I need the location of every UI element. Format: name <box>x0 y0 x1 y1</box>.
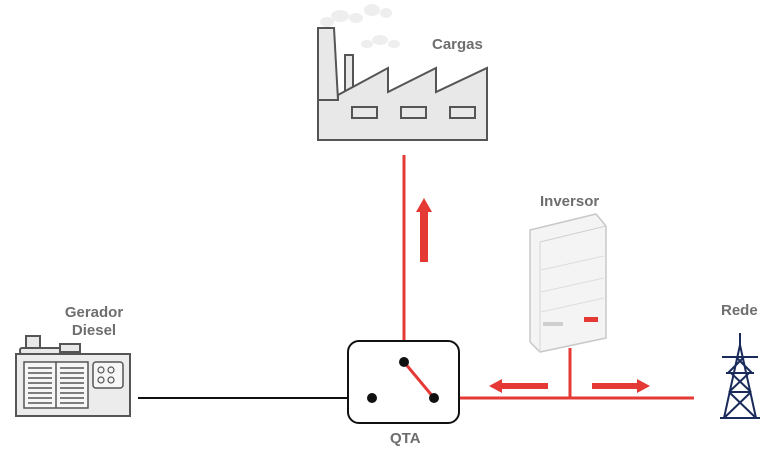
inverter-display <box>543 322 563 326</box>
generator-label-line2: Diesel <box>71 322 117 339</box>
flow-arrow-up <box>416 198 432 262</box>
generator-label-line1: Gerador <box>64 304 124 321</box>
transfer-switch-icon <box>347 340 460 424</box>
smoke-icon <box>320 4 400 48</box>
switch-terminal-grid <box>429 393 439 403</box>
flow-arrow-right <box>592 379 650 393</box>
transmission-tower-icon <box>720 333 760 419</box>
transfer-switch-label: QTA <box>390 430 421 447</box>
loads-label: Cargas <box>432 36 483 53</box>
switch-terminal-load <box>399 357 409 367</box>
flow-arrow-left <box>489 379 548 393</box>
inverter-label: Inversor <box>540 193 600 210</box>
diesel-generator-icon <box>15 335 131 417</box>
brand-logo <box>584 317 598 322</box>
generator-label: Gerador Diesel <box>54 304 134 340</box>
switch-contact <box>402 361 436 399</box>
grid-label: Rede <box>721 302 758 319</box>
inverter-icon <box>529 213 607 353</box>
switch-terminal-generator <box>367 393 377 403</box>
factory-icon <box>317 4 488 141</box>
